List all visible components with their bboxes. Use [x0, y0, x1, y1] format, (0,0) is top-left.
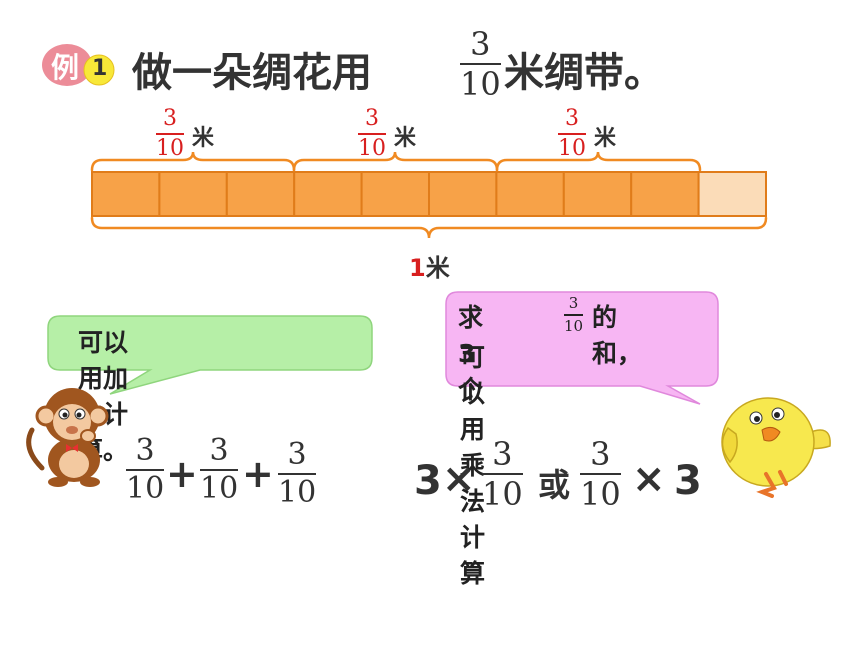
addend-fraction-1: 3 10: [126, 433, 165, 506]
fraction-bar: [482, 473, 523, 475]
segment-fraction-den: 10: [558, 135, 586, 161]
segment-fraction-num: 3: [565, 106, 579, 131]
badge-label: 例: [51, 51, 80, 84]
title-fraction-den: 10: [460, 64, 501, 103]
title-text-before: 做一朵绸花用: [132, 50, 372, 96]
product-fraction-num: 3: [590, 435, 611, 473]
top-brace-3: [495, 151, 702, 172]
fraction-bar: [564, 314, 584, 316]
badge-number: 1: [92, 56, 108, 81]
addend-fraction-den: 10: [278, 474, 317, 510]
segment-fraction: 3 10: [358, 108, 386, 160]
right-bubble-fraction: 3 10: [564, 294, 584, 335]
fraction-bar: [156, 133, 184, 135]
right-bubble-fraction-den: 10: [564, 316, 584, 335]
total-unit: 米: [425, 254, 450, 282]
or-text: 或: [538, 466, 571, 504]
right-bubble-line1-after: 的和，: [592, 303, 643, 368]
chick-illustration: [721, 397, 831, 498]
title-text-after: 米绸带。: [504, 50, 664, 96]
title-fraction-num: 3: [470, 25, 491, 63]
bottom-brace: [90, 216, 768, 239]
ribbon-cell-filled: [225, 171, 296, 217]
ribbon-cell-filled: [428, 171, 498, 217]
title-fraction: 3 10: [460, 28, 501, 100]
top-brace-1: [90, 151, 296, 172]
segment-unit: 米: [394, 126, 417, 151]
total-length-label: 1米: [409, 248, 450, 283]
ribbon-cell-filled: [360, 171, 431, 217]
total-number: 1: [409, 254, 426, 282]
ribbon-cell-empty: [697, 171, 767, 217]
segment-fraction-den: 10: [358, 135, 386, 161]
product-fraction-den: 10: [482, 474, 523, 513]
segment-unit: 米: [192, 126, 215, 151]
monkey-illustration: [26, 388, 109, 487]
top-brace-2: [292, 151, 499, 172]
product-fraction-num: 3: [492, 435, 513, 473]
ribbon-cell-filled: [293, 171, 363, 217]
addend-fraction-num: 3: [287, 437, 307, 472]
product-fraction-1: 3 10: [482, 438, 523, 510]
fraction-bar: [278, 473, 317, 475]
times-sign-1: ×: [442, 456, 476, 502]
product-fraction-den: 10: [580, 474, 621, 513]
multiplier-right: 3: [674, 458, 702, 504]
ribbon-diagram: [90, 151, 768, 239]
addend-fraction-num: 3: [209, 433, 229, 468]
addend-fraction-2: 3 10: [200, 433, 239, 506]
plus-sign-1: +: [166, 452, 198, 496]
segment-fraction-num: 3: [365, 106, 379, 131]
times-sign-2: ×: [632, 456, 666, 502]
ribbon-cell-filled: [495, 171, 565, 217]
segment-fraction-num: 3: [163, 106, 177, 131]
fraction-bar: [460, 63, 501, 65]
addend-fraction-3: 3 10: [278, 437, 317, 510]
product-fraction-2: 3 10: [580, 438, 621, 510]
badge-shape: [42, 44, 115, 86]
segment-fraction: 3 10: [558, 108, 586, 160]
fraction-bar: [126, 469, 165, 471]
addend-fraction-den: 10: [126, 470, 165, 506]
ribbon-cell-filled: [158, 171, 228, 217]
right-bubble-line1-before: 求3个: [458, 303, 484, 404]
segment-unit: 米: [594, 126, 617, 151]
right-bubble-line2: 可以用乘法计算: [460, 343, 486, 588]
top-braces: [90, 151, 702, 172]
fraction-bar: [558, 133, 586, 135]
ribbon-cell-filled: [91, 171, 161, 217]
example-badge: 例 1: [40, 42, 116, 88]
segment-fraction: 3 10: [156, 108, 184, 160]
fraction-bar: [358, 133, 386, 135]
segment-fraction-den: 10: [156, 135, 184, 161]
multiplier-left: 3: [414, 458, 442, 504]
addend-fraction-num: 3: [135, 433, 155, 468]
fraction-bar: [580, 473, 621, 475]
fraction-bar: [200, 469, 239, 471]
addend-fraction-den: 10: [200, 470, 239, 506]
plus-sign-2: +: [242, 452, 274, 496]
right-bubble-fraction-num: 3: [568, 294, 579, 312]
